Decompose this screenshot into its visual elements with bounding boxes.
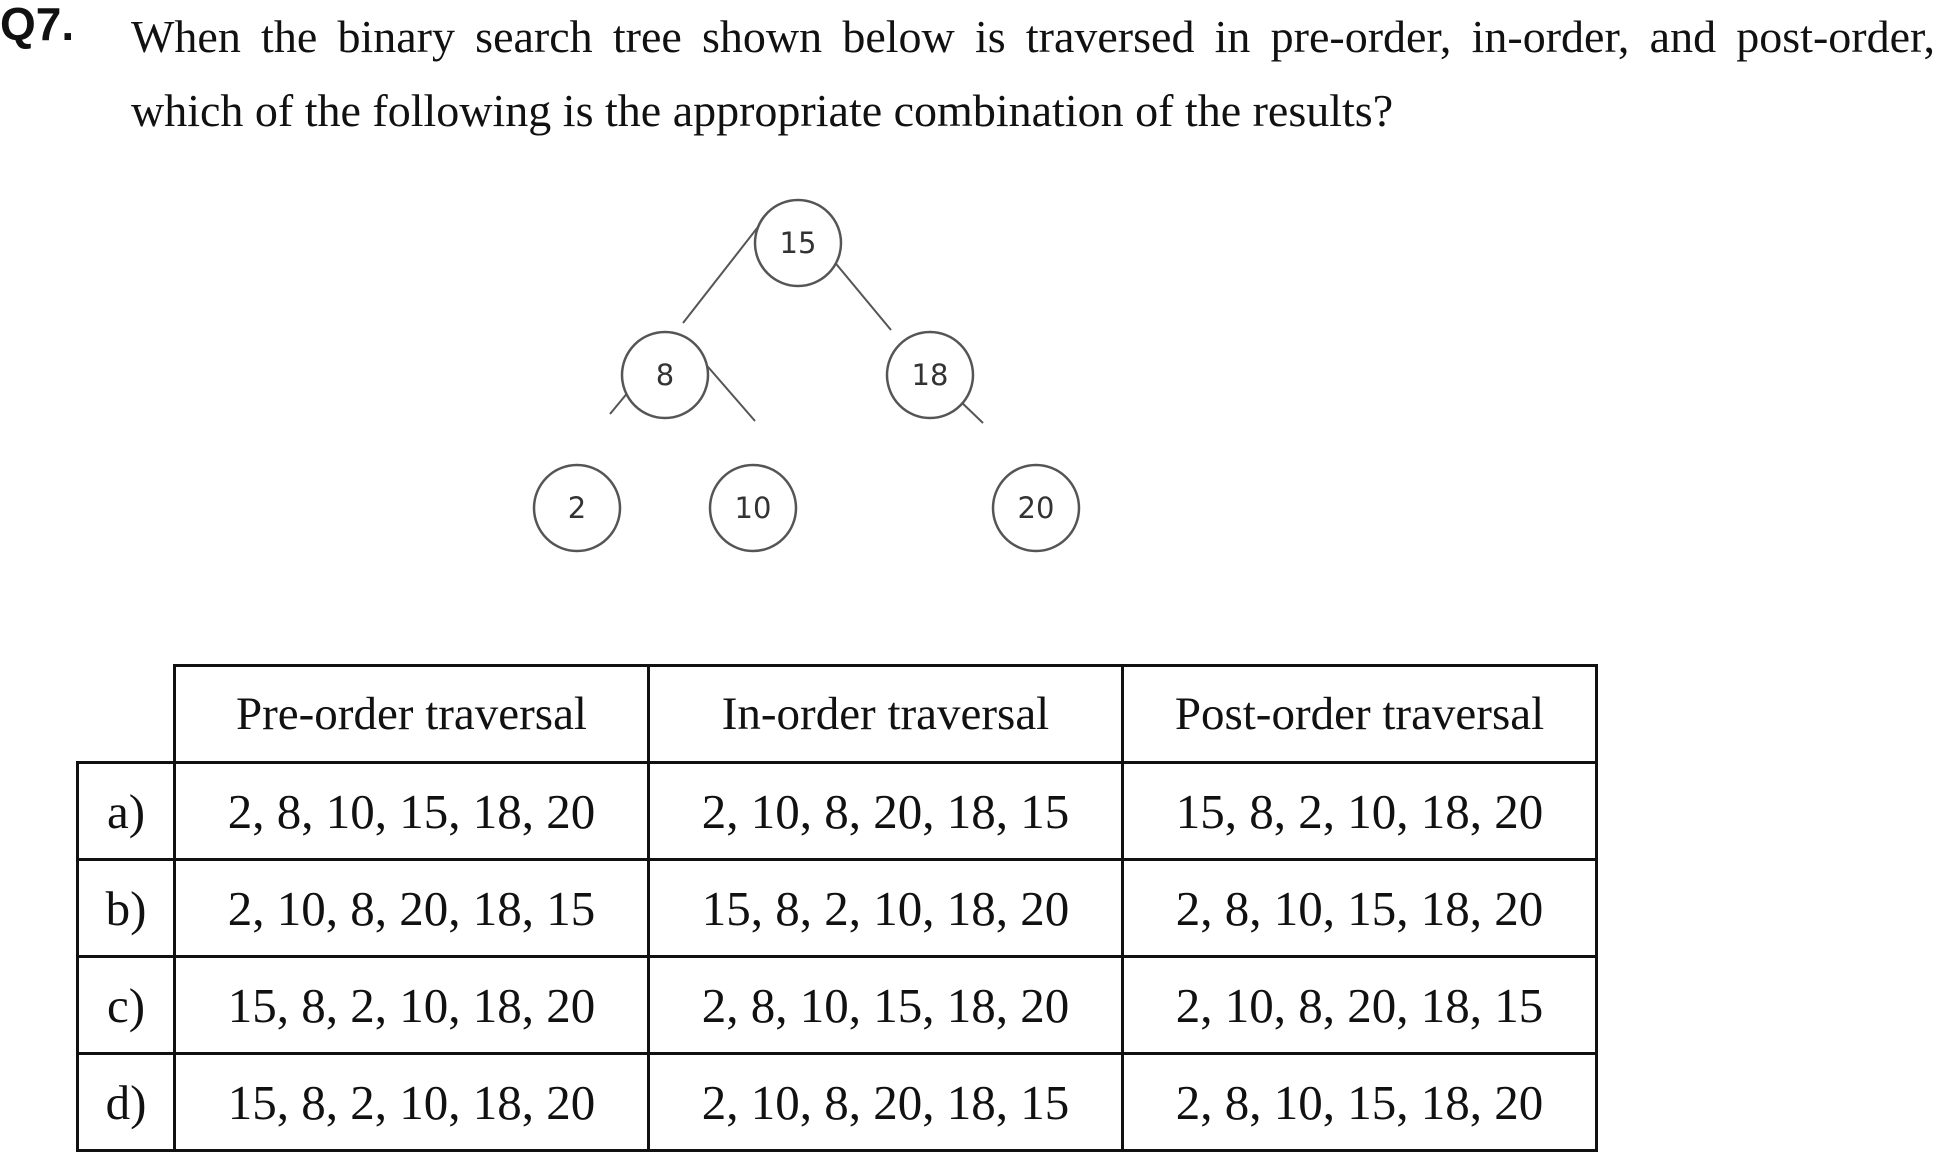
table-header-row: Pre-order traversal In-order traversal P… — [77, 664, 1598, 764]
post-order-cell: 15, 8, 2, 10, 18, 20 — [1121, 761, 1598, 861]
question-number: Q7. — [0, 0, 75, 50]
post-order-cell: 2, 10, 8, 20, 18, 15 — [1121, 955, 1598, 1055]
node-label-20: 20 — [1018, 491, 1055, 525]
pre-order-cell: 2, 8, 10, 15, 18, 20 — [173, 761, 650, 861]
binary-search-tree-diagram: 15 8 18 2 10 20 — [532, 198, 1081, 553]
pre-order-cell: 15, 8, 2, 10, 18, 20 — [173, 1052, 650, 1152]
table-row-d: d) 15, 8, 2, 10, 18, 20 2, 10, 8, 20, 18… — [76, 1052, 1598, 1152]
pre-order-cell: 2, 10, 8, 20, 18, 15 — [173, 858, 650, 958]
table-row-b: b) 2, 10, 8, 20, 18, 15 15, 8, 2, 10, 18… — [76, 858, 1598, 958]
option-label: c) — [76, 955, 176, 1055]
tree-node-10: 10 — [708, 463, 798, 553]
node-label-15: 15 — [780, 226, 817, 260]
node-label-2: 2 — [568, 491, 586, 525]
post-order-cell: 2, 8, 10, 15, 18, 20 — [1121, 858, 1598, 958]
node-label-18: 18 — [912, 358, 949, 392]
in-order-cell: 2, 8, 10, 15, 18, 20 — [647, 955, 1124, 1055]
tree-node-18: 18 — [885, 330, 975, 420]
in-order-cell: 2, 10, 8, 20, 18, 15 — [647, 761, 1124, 861]
tree-node-15: 15 — [753, 198, 843, 288]
question-text: When the binary search tree shown below … — [131, 11, 1935, 136]
option-label: b) — [76, 858, 176, 958]
table-row-a: a) 2, 8, 10, 15, 18, 20 2, 10, 8, 20, 18… — [76, 761, 1598, 861]
node-label-8: 8 — [656, 358, 674, 392]
in-order-cell: 2, 10, 8, 20, 18, 15 — [647, 1052, 1124, 1152]
tree-node-8: 8 — [620, 330, 710, 420]
tree-node-20: 20 — [991, 463, 1081, 553]
header-in-order: In-order traversal — [647, 664, 1124, 764]
header-post-order: Post-order traversal — [1121, 664, 1598, 764]
in-order-cell: 15, 8, 2, 10, 18, 20 — [647, 858, 1124, 958]
post-order-cell: 2, 8, 10, 15, 18, 20 — [1121, 1052, 1598, 1152]
header-corner-cell — [77, 665, 176, 764]
header-pre-order: Pre-order traversal — [173, 664, 650, 764]
table-row-c: c) 15, 8, 2, 10, 18, 20 2, 8, 10, 15, 18… — [76, 955, 1598, 1055]
tree-node-2: 2 — [532, 463, 622, 553]
answer-choices-table: Pre-order traversal In-order traversal P… — [76, 664, 1598, 1152]
pre-order-cell: 15, 8, 2, 10, 18, 20 — [173, 955, 650, 1055]
node-label-10: 10 — [735, 491, 772, 525]
option-label: a) — [76, 761, 176, 861]
option-label: d) — [76, 1052, 176, 1152]
edge-15-8 — [682, 217, 766, 324]
